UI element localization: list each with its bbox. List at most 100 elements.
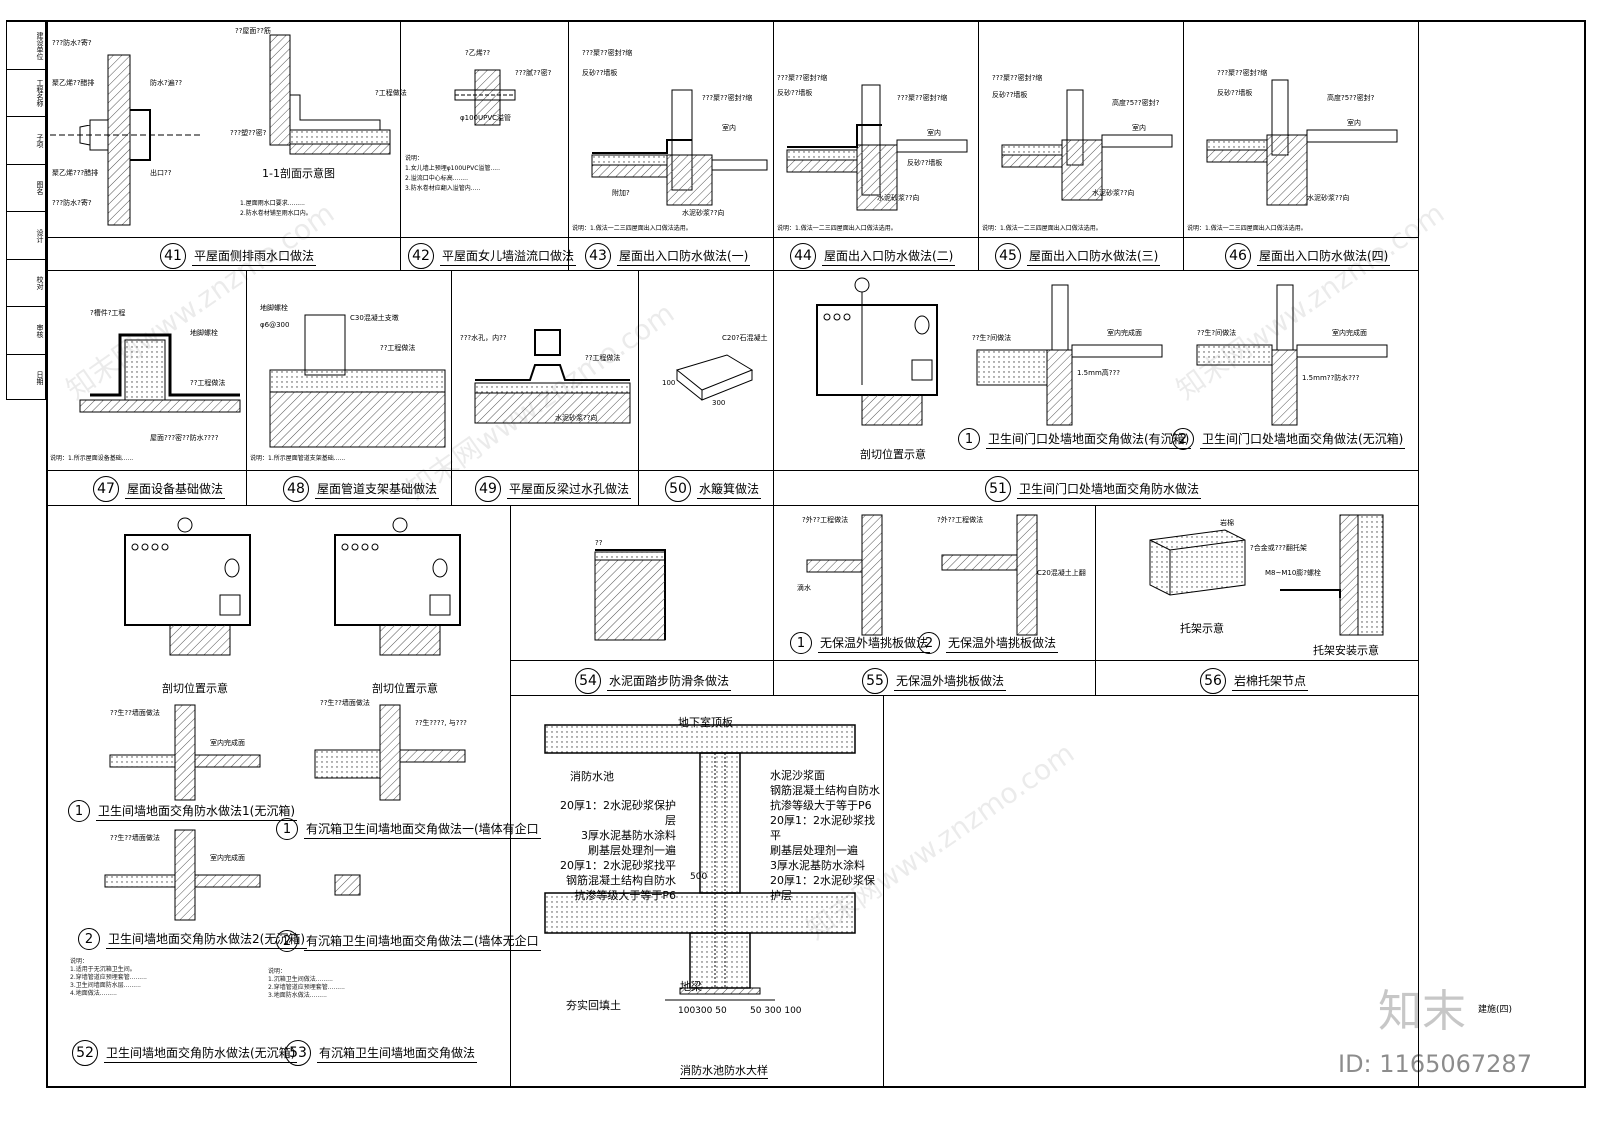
layer-label: 钢筋混凝土结构自防水 [566,874,676,887]
detail-number: 2 [918,632,940,654]
detail-number: 56 [1200,668,1226,694]
row-divider [46,505,1418,506]
svg-text:??工程做法: ??工程做法 [585,353,620,362]
cut-position-label: 剖切位置示意 [162,682,228,695]
detail-subtitle: 卫生间墙地面交角防水做法1(无沉箱) [96,802,297,821]
caption-41: 41 平屋面侧排雨水口做法 [160,243,317,269]
svg-text:?外??工程做法: ?外??工程做法 [802,515,848,524]
svg-text:说明：1.做法一二三四屋面出入口做法选用。: 说明：1.做法一二三四屋面出入口做法选用。 [572,224,692,232]
svg-text:出口??: 出口?? [150,168,172,177]
caption-44: 44 屋面出入口防水做法(二) [790,243,956,269]
detail-title: 水泥面踏步防滑条做法 [607,672,732,691]
svg-text:φ6@300: φ6@300 [260,321,289,329]
svg-text:??: ?? [595,539,603,547]
svg-text:高度?5??密封?: 高度?5??密封? [1112,98,1160,107]
svg-text:1.屋面雨水口要求.........: 1.屋面雨水口要求......... [240,199,305,207]
title-block-cell: 建设单位 [7,21,45,70]
detail-56-drawing: 岩棉 ?合金或???翻托架 M8~M10膨?螺栓 [1149,514,1384,636]
cut-position-label: 剖切位置示意 [372,682,438,695]
svg-text:说明：1.做法一二三四屋面出入口做法选用。: 说明：1.做法一二三四屋面出入口做法选用。 [982,224,1102,232]
title-block-cell: 工程名称 [7,68,45,118]
cell-divider [638,270,639,505]
layer-label: 20厚1：2水泥砂浆保护层 [770,874,875,902]
detail-number: 52 [72,1040,98,1066]
detail-title: 屋面管道支架基础做法 [315,480,440,499]
cell-divider [510,505,511,1088]
cell-divider [773,20,774,270]
detail-number: 1 [276,818,298,840]
detail-subtitle: 有沉箱卫生间墙地面交角做法二(墙体无企口 [304,932,541,951]
svg-text:室内完成面: 室内完成面 [1332,328,1367,337]
svg-text:聚乙烯??醋排: 聚乙烯??醋排 [52,78,94,87]
layer-label: 3厚水泥基防水涂料 [770,859,865,872]
caption-50: 50 水簸箕做法 [665,476,762,502]
detail-46-drawing: ???聚??密封?缩 反砂??墙板 高度?5??密封? 室内 水泥砂浆??向 说… [1187,68,1398,232]
svg-text:水泥砂浆??向: 水泥砂浆??向 [877,193,919,202]
pool-label: 消防水池 [570,770,614,783]
detail-title: 卫生间门口处墙地面交角防水做法 [1017,480,1202,499]
caption-54: 54 水泥面踏步防滑条做法 [575,668,732,694]
svg-text:M8~M10膨?螺栓: M8~M10膨?螺栓 [1265,568,1321,577]
svg-text:??生?间做法: ??生?间做法 [1197,328,1236,337]
layer-label: 刷基层处理剂一遍 [770,844,858,857]
svg-text:100: 100 [662,379,675,387]
svg-text:??工程做法: ??工程做法 [380,343,415,352]
svg-text:?乙烯??: ?乙烯?? [465,48,490,57]
svg-text:??生????, 与???: ??生????, 与??? [415,718,467,727]
svg-text:室内: 室内 [927,128,941,137]
svg-text:2.防水卷材铺至雨水口内。: 2.防水卷材铺至雨水口内。 [240,209,312,217]
caption-52-1: 1 卫生间墙地面交角防水做法1(无沉箱) [68,800,297,822]
detail-number: 2 [276,930,298,952]
detail-subtitle: 无保温外墙挑板做法 [818,634,931,653]
detail-title: 屋面设备基础做法 [125,480,226,499]
brand-logo: 知末 [1378,986,1466,1037]
svg-text:1.5mm??防水???: 1.5mm??防水??? [1302,373,1360,382]
detail-number: 54 [575,668,601,694]
caption-53: 53 有沉箱卫生间墙地面交角做法 [285,1040,478,1066]
title-block-cell: 日期 [7,353,45,403]
svg-text:3.防水卷材应翻入溢管内.....: 3.防水卷材应翻入溢管内..... [405,184,480,192]
detail-title: 屋面出入口防水做法(一) [617,247,751,266]
caption-46: 46 屋面出入口防水做法(四) [1225,243,1391,269]
svg-text:说明：1.所示屋面管道支架基础......: 说明：1.所示屋面管道支架基础...... [250,454,345,462]
cell-divider [246,270,247,505]
detail-number: 2 [78,928,100,950]
bathroom-details-drawing: ??生??墙面做法 室内完成面 ??生??墙面做法 ??生????, 与??? … [104,698,467,921]
detail-number: 53 [285,1040,311,1066]
detail-number: 41 [160,243,186,269]
layer-label: 抗渗等级大于等于P6 [574,889,676,902]
caption-51-2: 2 卫生间门口处墙地面交角做法(无沉箱) [1172,428,1406,450]
detail-title: 屋面出入口防水做法(二) [822,247,956,266]
svg-text:???聚??密封?缩: ???聚??密封?缩 [777,73,827,82]
detail-number: 50 [665,476,691,502]
svg-text:?槽件?工程: ?槽件?工程 [90,308,125,317]
svg-text:附加?: 附加? [612,188,630,197]
layer-label: 钢筋混凝土结构自防水 [770,784,880,797]
notes-52: 说明： 1.适用于无沉箱卫生间。 2.穿墙管道应预埋套管......... 3.… [70,958,147,997]
detail-47-drawing: ?槽件?工程 地脚螺栓 ??工程做法 屋面???密??防水???? 说明：1.所… [50,308,241,462]
svg-text:1.女儿墙上预埋φ100UPVC溢管.....: 1.女儿墙上预埋φ100UPVC溢管..... [405,164,500,172]
svg-text:C20?石混凝土: C20?石混凝土 [722,333,768,342]
cell-divider [568,20,569,270]
layer-label: 刷基层处理剂一遍 [588,844,676,857]
detail-title: 屋面出入口防水做法(三) [1027,247,1161,266]
row-divider [510,695,1418,696]
svg-text:岩棉: 岩棉 [1220,518,1234,527]
cell-divider [400,20,401,270]
layer-label: 抗渗等级大于等于P6 [770,799,872,812]
svg-text:水泥砂浆??向: 水泥砂浆??向 [682,208,724,217]
svg-text:???水孔，内??: ???水孔，内?? [460,333,507,342]
detail-number: 1 [958,428,980,450]
detail-subtitle: 卫生间门口处墙地面交角做法(无沉箱) [1200,430,1406,449]
detail-number: 44 [790,243,816,269]
detail-44-drawing: ???聚??密封?缩 反砂??墙板 ???聚??密封?缩 室内 反砂??墙板 水… [777,73,968,232]
detail-41-drawing: ???防水?寄? 聚乙烯??醋排 聚乙烯???醋排 ???防水?寄? 防水?遍?… [50,26,407,226]
svg-text:???聚??密封?缩: ???聚??密封?缩 [582,48,632,57]
svg-text:地脚螺栓: 地脚螺栓 [190,328,218,337]
sheet-tag: 建施(四) [1478,1005,1513,1015]
detail-54-drawing: ?? [594,539,666,641]
notes-53: 说明： 1.沉箱卫生间做法......... 2.穿墙管道应预埋套管......… [268,968,345,999]
layer-label: 3厚水泥基防水涂料 [581,829,676,842]
svg-text:说明：: 说明： [405,154,423,162]
svg-text:室内: 室内 [1132,123,1146,132]
